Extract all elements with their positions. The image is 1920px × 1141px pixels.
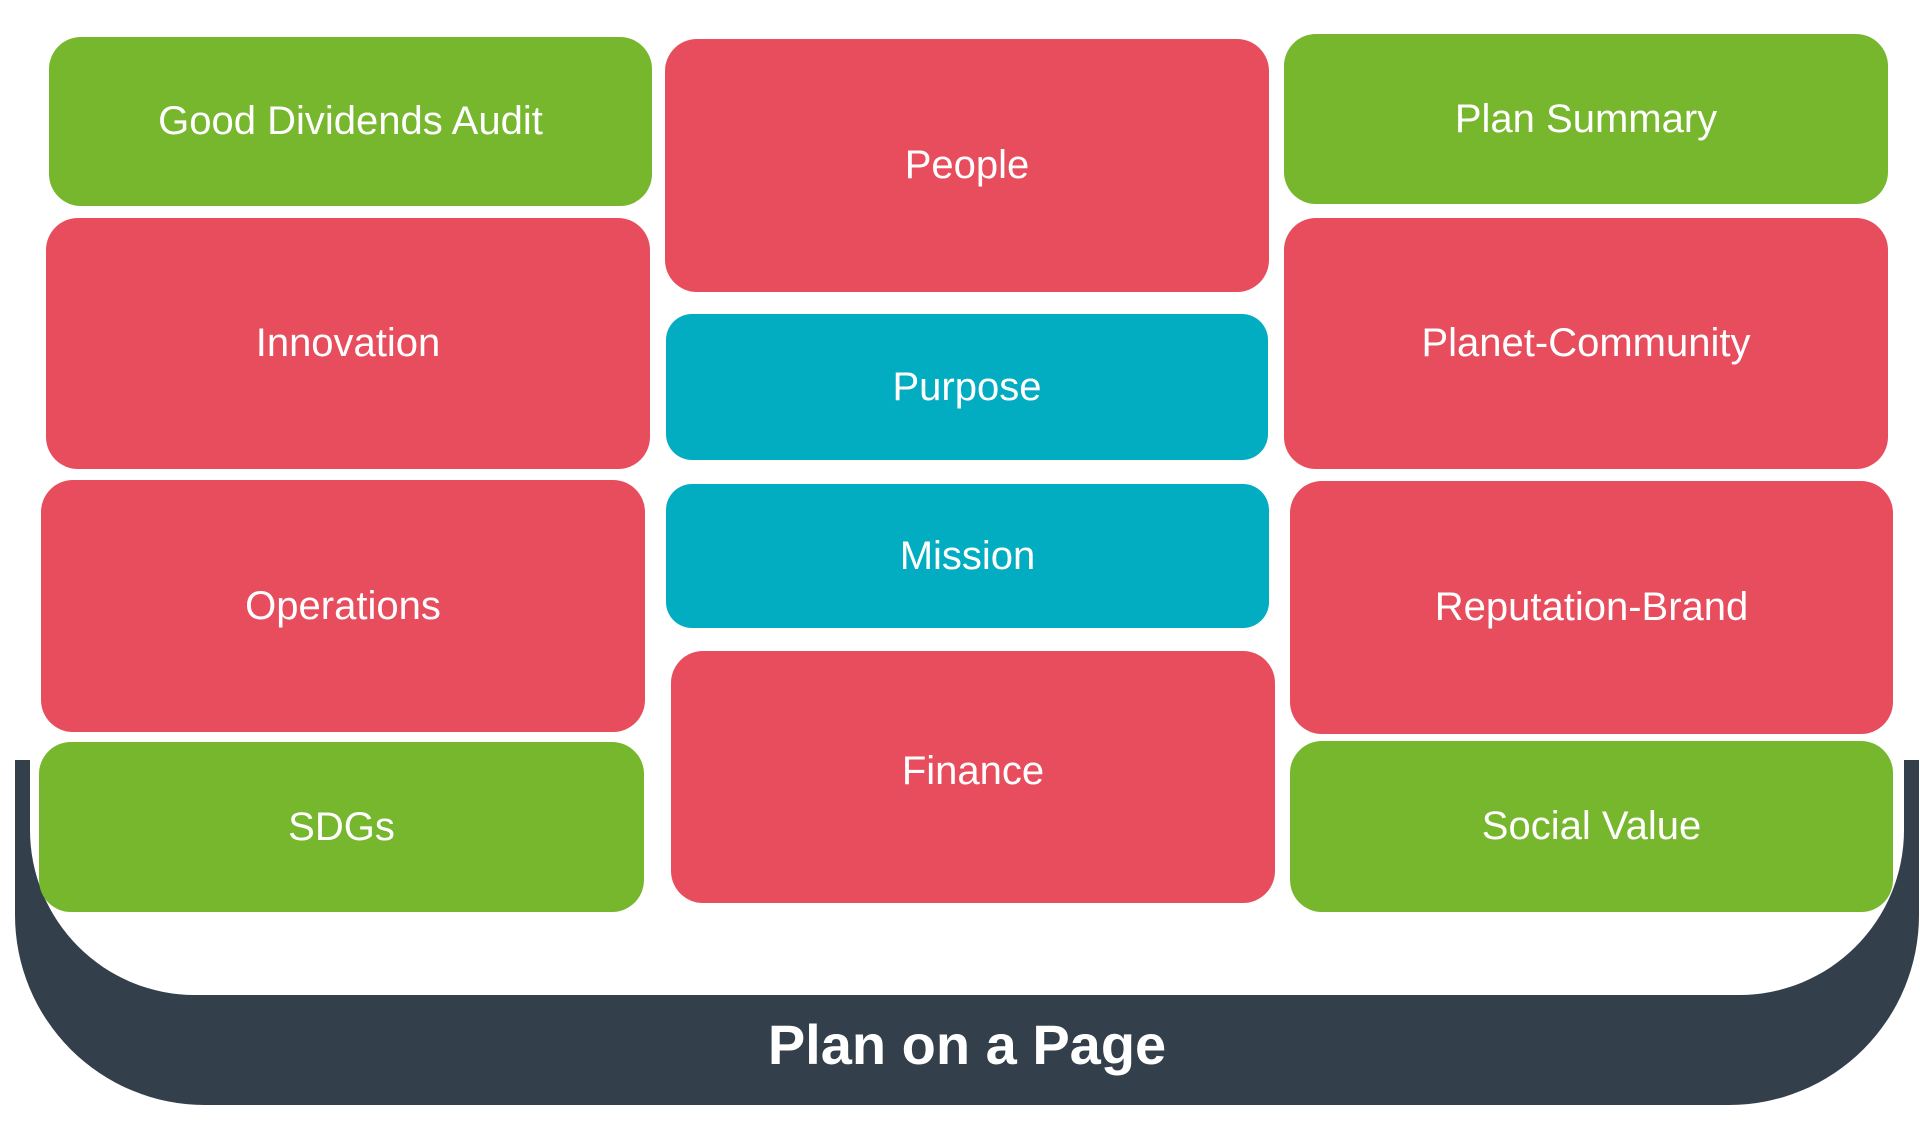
block-people: People	[665, 39, 1269, 292]
block-planet-community: Planet-Community	[1284, 218, 1888, 469]
block-plan-summary: Plan Summary	[1284, 34, 1888, 204]
block-innovation: Innovation	[46, 218, 650, 469]
block-purpose: Purpose	[666, 314, 1268, 460]
block-social-value: Social Value	[1290, 741, 1893, 912]
block-mission: Mission	[666, 484, 1269, 628]
block-good-dividends-audit: Good Dividends Audit	[49, 37, 652, 206]
block-finance: Finance	[671, 651, 1275, 903]
block-reputation-brand: Reputation-Brand	[1290, 481, 1893, 734]
block-sdgs: SDGs	[39, 742, 644, 912]
block-operations: Operations	[41, 480, 645, 732]
diagram-title: Plan on a Page	[767, 1013, 1167, 1076]
